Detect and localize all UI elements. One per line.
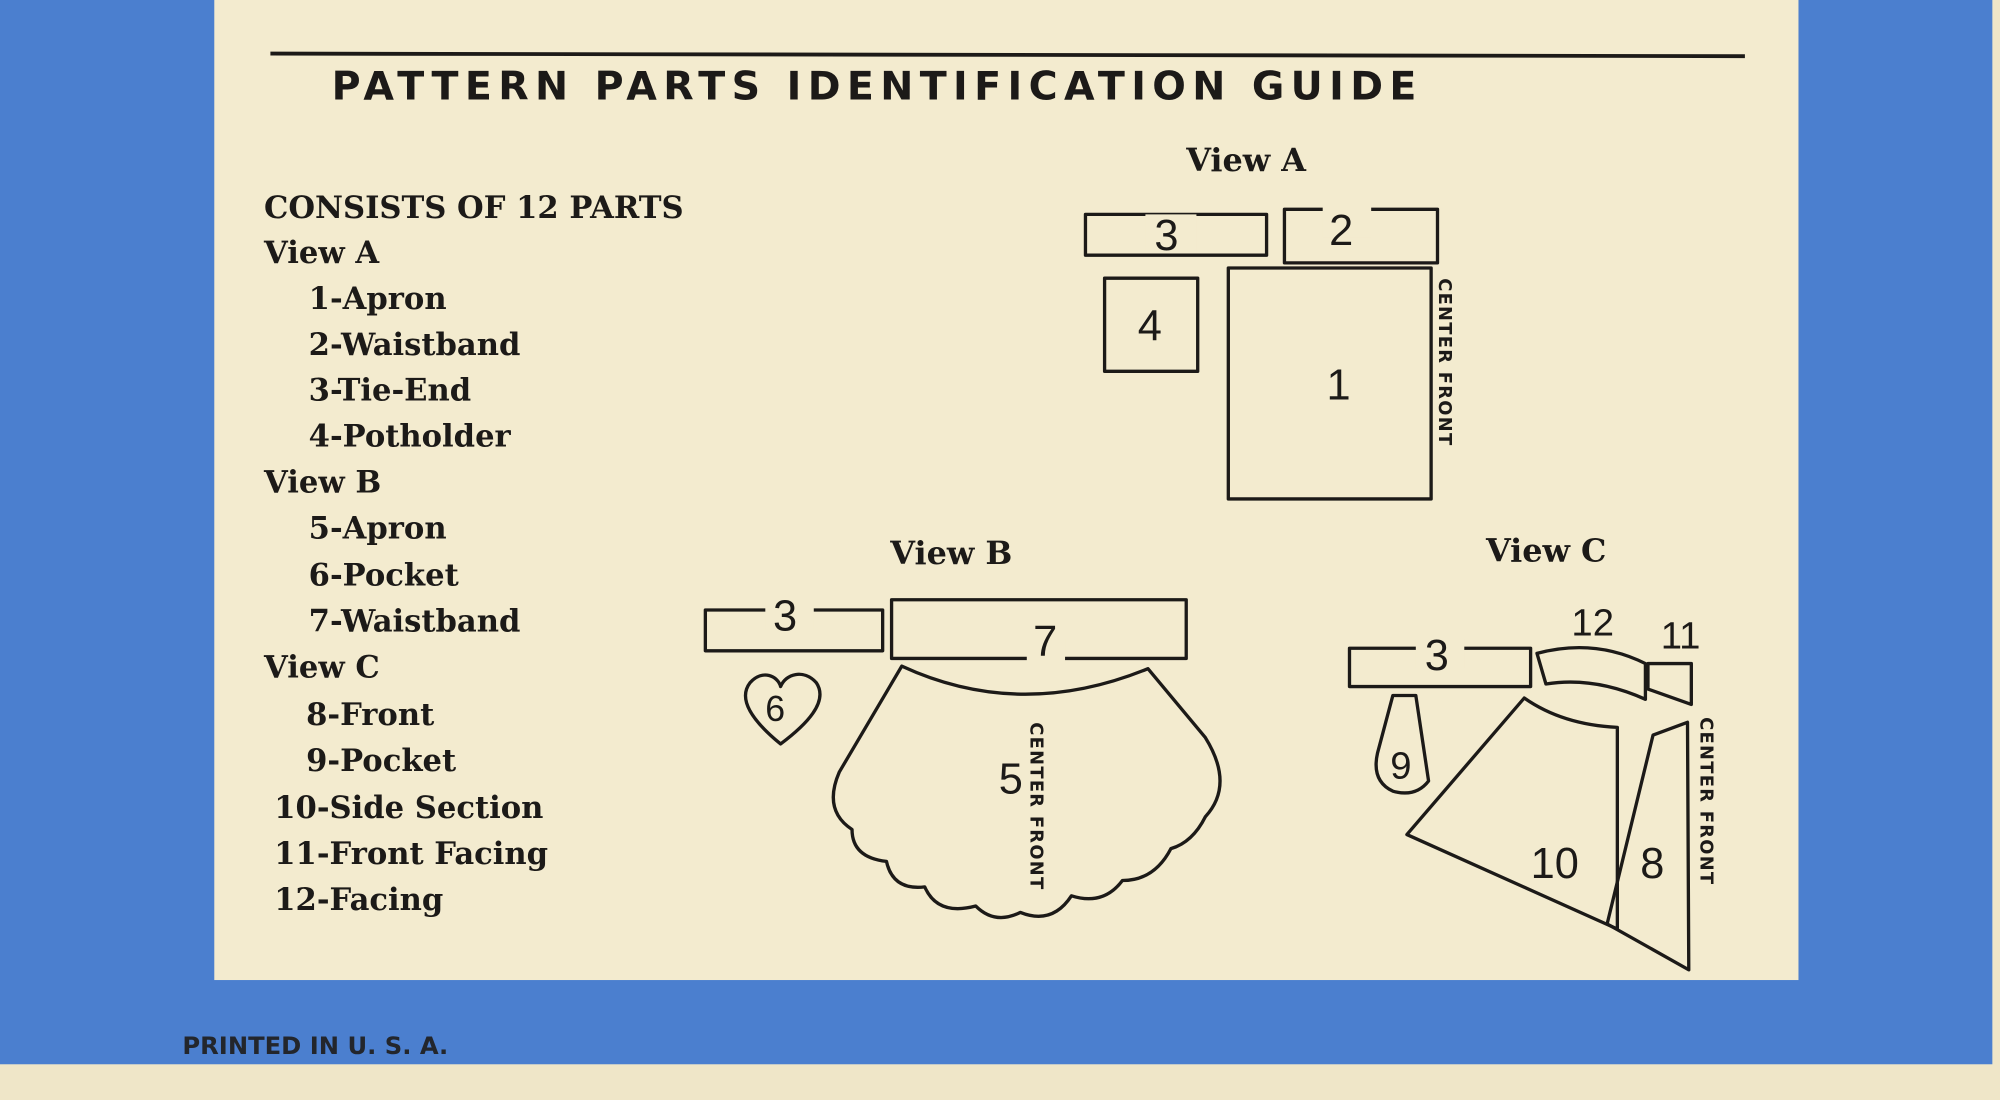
piece-11-front-facing: [1646, 661, 1693, 707]
list-view-a: View A: [263, 235, 380, 271]
piece-6-pocket: [743, 672, 822, 746]
piece-number: 7: [1033, 618, 1057, 666]
list-item: 9-Pocket: [306, 743, 456, 779]
center-front-label: CENTER FRONT: [1434, 278, 1455, 446]
piece-number: 10: [1531, 840, 1579, 888]
guide-title: PATTERN PARTS IDENTIFICATION GUIDE: [332, 64, 1423, 110]
piece-1-apron: [1226, 266, 1433, 501]
list-item: 1-Apron: [309, 281, 447, 317]
list-item: 10-Side Section: [274, 790, 543, 826]
piece-number: 11: [1661, 614, 1701, 657]
guide-panel: [214, 0, 1799, 981]
center-front-label: CENTER FRONT: [1026, 722, 1047, 890]
list-view-c: View C: [263, 650, 380, 686]
center-front-label: CENTER FRONT: [1695, 717, 1716, 885]
piece-number: 6: [765, 689, 785, 729]
piece-8-front: [1605, 720, 1691, 972]
list-item: 8-Front: [306, 697, 434, 733]
piece-number: 3: [1425, 632, 1449, 680]
list-item: 3-Tie-End: [309, 373, 471, 409]
parts-count: CONSISTS OF 12 PARTS: [264, 190, 684, 226]
piece-number: 9: [1390, 744, 1411, 787]
view-c-diagram: View C 3 12 11 9 10 8 CENTER FRONT: [1347, 531, 1716, 972]
piece-number: 3: [773, 592, 797, 640]
view-b-diagram: View B 3 7 6 5 CENTER FRONT: [703, 534, 1222, 920]
piece-number: 12: [1571, 601, 1614, 644]
piece-5-apron: [831, 664, 1222, 920]
list-item: 5-Apron: [309, 511, 447, 547]
view-c-label: View C: [1485, 531, 1606, 569]
piece-number: 8: [1640, 840, 1664, 888]
list-item: 2-Waistband: [309, 327, 521, 363]
piece-10-side-section: [1405, 696, 1620, 931]
list-item: 7-Waistband: [309, 604, 521, 640]
piece-number: 5: [999, 756, 1023, 804]
list-item: 12-Facing: [274, 882, 443, 918]
list-view-b: View B: [263, 465, 381, 501]
printed-in-usa: PRINTED IN U. S. A.: [182, 1031, 448, 1060]
piece-12-facing: [1535, 645, 1648, 701]
piece-4-potholder: [1102, 276, 1200, 374]
view-a-diagram: View A 3 2 4 1 CENTER FRONT: [1083, 141, 1455, 501]
parts-list: CONSISTS OF 12 PARTS View A 1-Apron 2-Wa…: [263, 190, 684, 918]
piece-number: 2: [1329, 207, 1353, 255]
piece-number: 3: [1154, 212, 1178, 260]
list-item: 11-Front Facing: [274, 836, 548, 872]
view-a-label: View A: [1185, 141, 1307, 179]
list-item: 6-Pocket: [309, 558, 459, 594]
top-rule: [270, 51, 1745, 59]
piece-number: 4: [1138, 303, 1162, 351]
list-item: 4-Potholder: [309, 419, 512, 455]
piece-9-pocket: [1374, 693, 1431, 795]
view-b-label: View B: [889, 534, 1012, 572]
piece-number: 1: [1327, 361, 1351, 409]
